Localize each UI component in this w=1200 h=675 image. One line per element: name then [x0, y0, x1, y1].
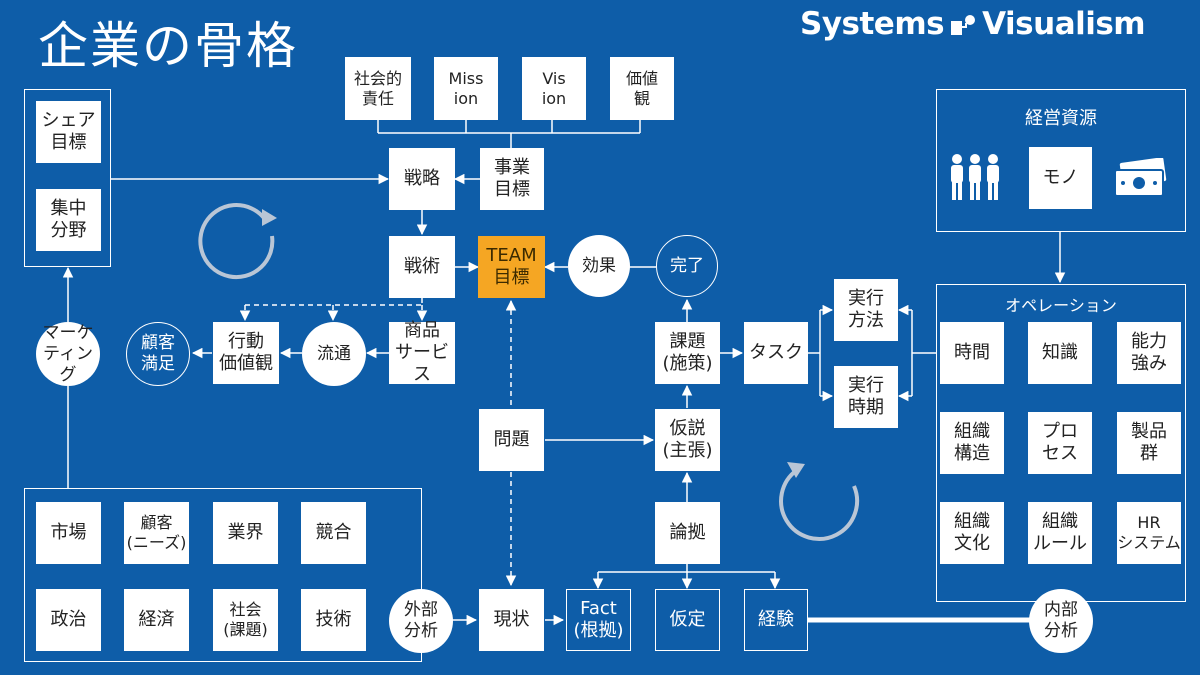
brand-logo: Systems Visualism — [800, 6, 1146, 42]
assumption-box: 仮定 — [655, 589, 720, 651]
technology-box: 技術 — [301, 589, 366, 651]
process-box: プロ セス — [1028, 412, 1092, 474]
capability-box: 能力 強み — [1117, 322, 1181, 384]
knowledge-box: 知識 — [1028, 322, 1092, 384]
money-icon — [1113, 157, 1169, 198]
execution-method-box: 実行 方法 — [834, 279, 898, 341]
current-state-box: 現状 — [479, 589, 544, 651]
people-icon — [946, 152, 1004, 202]
org-structure-box: 組織 構造 — [940, 412, 1004, 474]
vision-box: Vis ion — [522, 57, 586, 120]
effect-circle: 効果 — [568, 235, 630, 297]
share-goal-box: シェア 目標 — [36, 101, 101, 163]
task-box: タスク — [744, 322, 808, 384]
experience-box: 経験 — [744, 589, 808, 651]
logo-icon — [950, 11, 976, 37]
distribution-circle: 流通 — [302, 322, 366, 386]
customer-satisfaction-circle: 顧客 満足 — [126, 322, 190, 386]
product-service-box: 商品 サービス — [389, 320, 455, 385]
external-analysis-circle: 外部 分析 — [389, 589, 453, 653]
brand-name-2: Visualism — [982, 6, 1146, 42]
hr-system-box: HR システム — [1117, 502, 1181, 564]
team-goal-box: TEAM 目標 — [478, 236, 545, 298]
customer-needs-box: 顧客 (ニーズ) — [124, 502, 189, 564]
social-responsibility-box: 社会的 責任 — [345, 57, 411, 120]
issue-box: 課題 (施策) — [655, 322, 720, 384]
resources-title: 経営資源 — [1025, 108, 1097, 129]
society-box: 社会 (課題) — [213, 589, 278, 651]
brand-name: Systems — [800, 6, 945, 42]
market-box: 市場 — [36, 502, 101, 564]
share-focus-panel — [24, 89, 111, 267]
business-goal-box: 事業 目標 — [480, 148, 544, 210]
org-rules-box: 組織 ルール — [1028, 502, 1092, 564]
strategy-box: 戦略 — [389, 148, 455, 210]
operations-title: オペレーション — [1005, 296, 1117, 315]
problem-box: 問題 — [479, 409, 544, 471]
cycle-arrow-icon — [198, 203, 860, 541]
evidence-box: 論拠 — [655, 502, 720, 564]
competition-box: 競合 — [301, 502, 366, 564]
time-box: 時間 — [940, 322, 1004, 384]
page-title: 企業の骨格 — [38, 17, 298, 75]
internal-analysis-circle: 内部 分析 — [1029, 589, 1093, 653]
product-line-box: 製品 群 — [1117, 412, 1181, 474]
behavior-values-box: 行動 価値観 — [213, 322, 279, 384]
org-culture-box: 組織 文化 — [940, 502, 1004, 564]
execution-timing-box: 実行 時期 — [834, 366, 898, 428]
hypothesis-box: 仮説 (主張) — [655, 409, 720, 471]
external-analysis-panel — [24, 488, 422, 662]
resources-panel — [936, 89, 1186, 232]
focus-area-box: 集中 分野 — [36, 189, 101, 251]
goods-box: モノ — [1029, 147, 1092, 209]
complete-circle: 完了 — [656, 235, 718, 297]
politics-box: 政治 — [36, 589, 101, 651]
economy-box: 経済 — [124, 589, 189, 651]
marketing-circle: マーケ ティング — [36, 322, 100, 386]
fact-box: Fact (根拠) — [566, 589, 631, 651]
values-box: 価値 観 — [610, 57, 674, 120]
industry-box: 業界 — [213, 502, 278, 564]
tactics-box: 戦術 — [389, 236, 455, 298]
mission-box: Miss ion — [434, 57, 498, 120]
